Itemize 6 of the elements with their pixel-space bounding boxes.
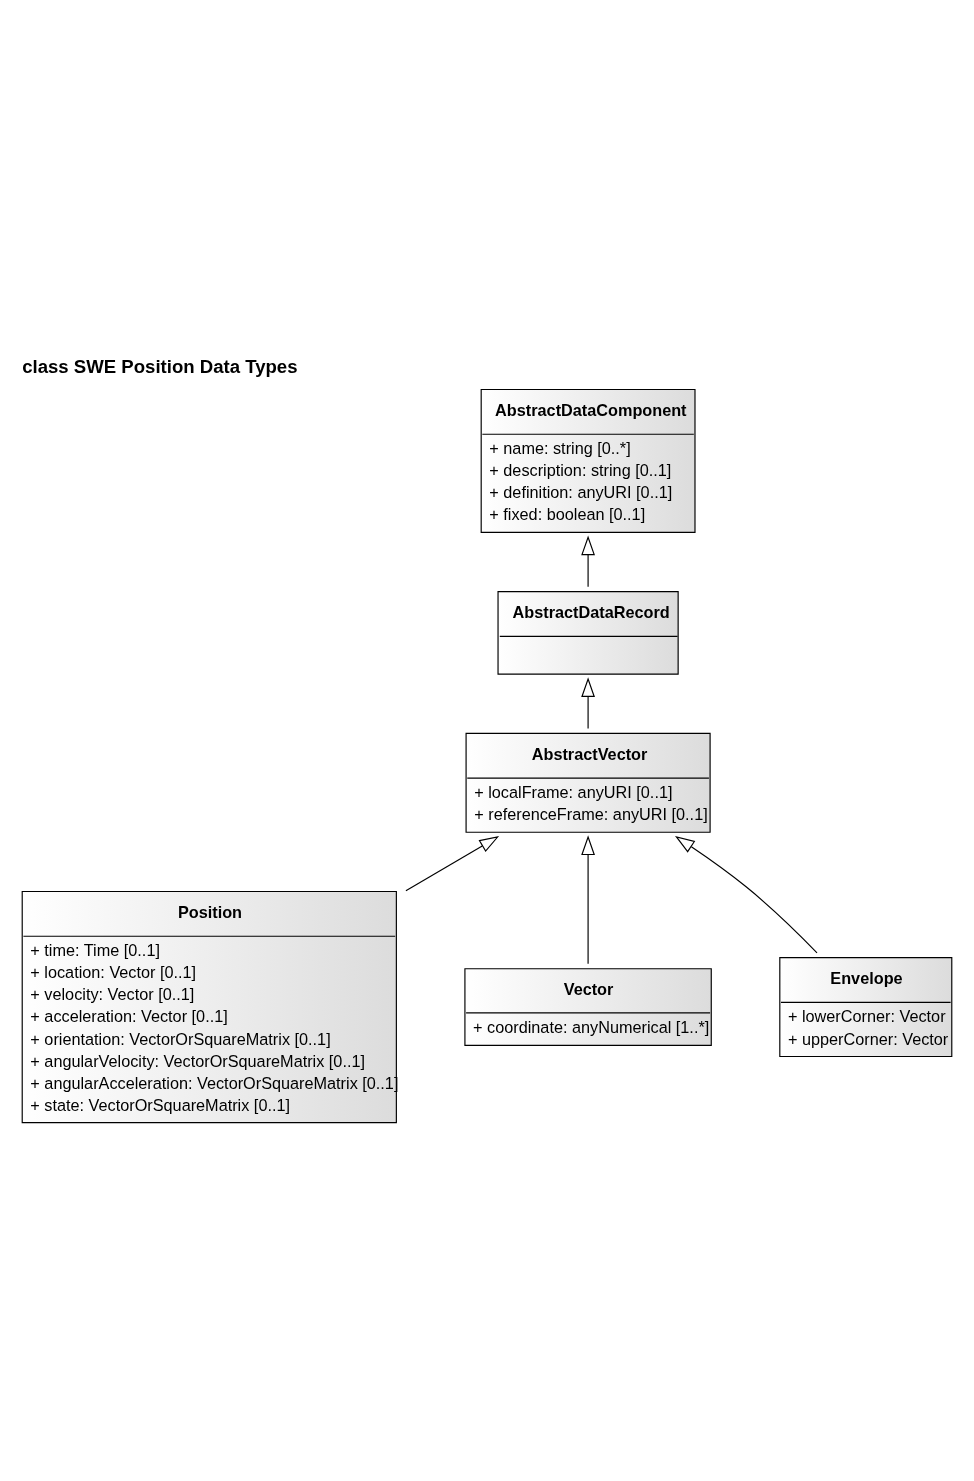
- diagram-title: class SWE Position Data Types: [22, 355, 298, 377]
- arrow: [675, 835, 818, 953]
- arrow: [581, 834, 595, 964]
- arrow: [581, 676, 595, 729]
- arrow: [405, 835, 500, 891]
- arrow: [581, 534, 595, 587]
